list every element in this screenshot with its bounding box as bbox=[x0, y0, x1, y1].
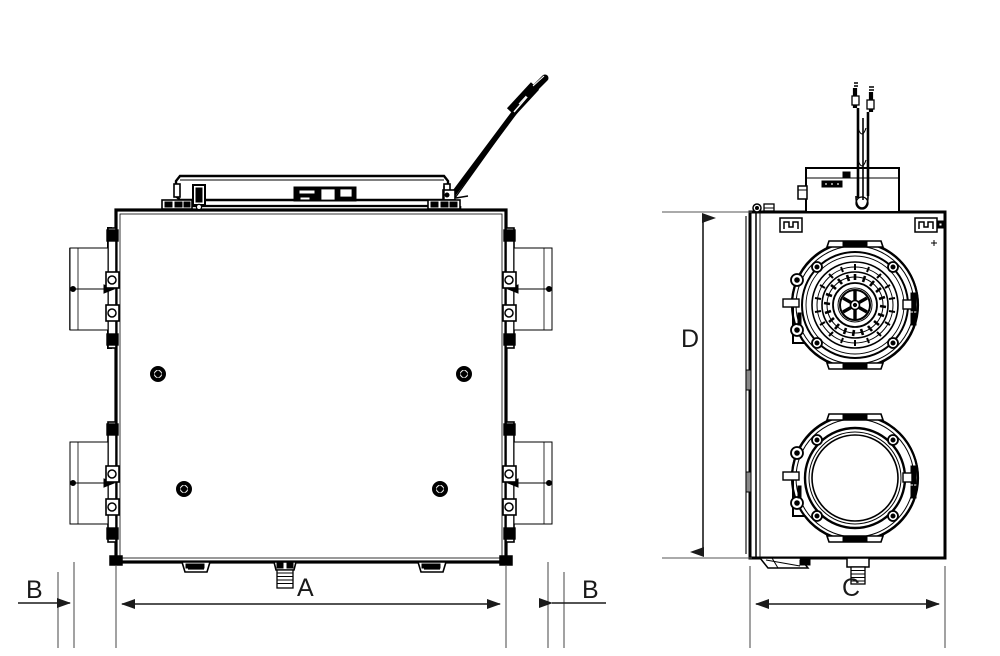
corner-bracket-icon-right bbox=[914, 217, 945, 233]
bottom-clip-left bbox=[180, 561, 212, 573]
panel-fastener-bottom-left bbox=[176, 481, 192, 497]
side-view-group bbox=[745, 82, 947, 585]
dimension-label-c: C bbox=[842, 574, 861, 602]
mounting-clip-top-right bbox=[427, 199, 461, 210]
antenna-rod-pair bbox=[851, 82, 875, 210]
bottom-corner-clip-right bbox=[499, 555, 513, 566]
mounting-clip-top-left bbox=[161, 199, 193, 210]
duct-collar-lower-right bbox=[502, 421, 553, 543]
side-top-hinge bbox=[752, 203, 775, 213]
bottom-corner-clip-left bbox=[109, 555, 123, 566]
duct-collar-lower-left bbox=[69, 421, 120, 543]
duct-collar-upper-right bbox=[502, 227, 553, 349]
dimension-label-b-right: B bbox=[582, 576, 600, 604]
side-bottom-bracket bbox=[758, 557, 811, 569]
dimension-lines bbox=[18, 211, 946, 648]
corner-bracket-icon-left bbox=[779, 217, 803, 233]
panel-fastener-top-right bbox=[456, 366, 472, 382]
dimension-label-a: A bbox=[297, 574, 315, 602]
front-view-group bbox=[69, 74, 553, 589]
bottom-clip-right bbox=[416, 561, 448, 573]
dimension-label-d: D bbox=[681, 325, 700, 353]
blower-housing-lower bbox=[782, 413, 920, 543]
panel-fastener-top-left bbox=[150, 366, 166, 382]
lid-latch-left bbox=[192, 184, 206, 211]
drain-spout-front bbox=[272, 561, 298, 589]
duct-collar-upper-left bbox=[69, 227, 120, 349]
dimension-label-b-left: B bbox=[26, 576, 44, 604]
control-panel-label bbox=[293, 186, 357, 202]
mark-dot bbox=[931, 240, 937, 246]
drain-spout-side bbox=[846, 557, 870, 585]
antenna-rod bbox=[442, 74, 549, 204]
panel-fastener-bottom-right bbox=[432, 481, 448, 497]
electrical-box bbox=[797, 167, 900, 213]
blower-wheel-upper bbox=[782, 240, 920, 370]
cabinet-body bbox=[114, 208, 508, 564]
